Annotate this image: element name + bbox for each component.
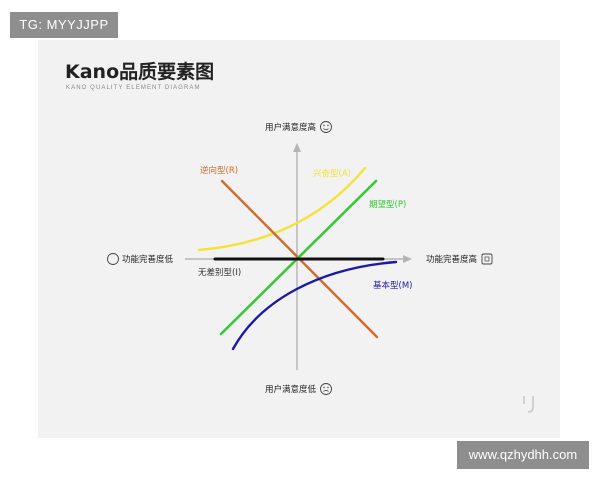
- diagram-card: Kano品质要素图 KANO QUALITY ELEMENT DIAGRAM: [38, 40, 560, 438]
- watermark-url: www.qzhydhh.com: [457, 441, 589, 469]
- must-be-curve: [231, 260, 398, 351]
- tg-tag: TG: MYYJJPP: [10, 12, 118, 38]
- smile-icon: [320, 121, 332, 133]
- must-be-label: 基本型(M): [373, 280, 412, 291]
- one-dimensional-label: 期望型(P): [369, 199, 406, 210]
- diagram-title: Kano品质要素图: [65, 61, 215, 83]
- axis-bottom-label: 用户满意度低: [265, 384, 317, 395]
- logo-mark: [523, 396, 534, 413]
- attractive-label: 兴奋型(A): [313, 168, 351, 179]
- full-screen-icon: [481, 253, 493, 265]
- empty-circle-icon: [107, 253, 119, 265]
- attractive-curve: [197, 166, 367, 252]
- indifferent-label: 无差别型(I): [198, 267, 241, 278]
- diagram-subtitle: KANO QUALITY ELEMENT DIAGRAM: [66, 85, 201, 91]
- vertical-axis-arrow: [293, 143, 301, 152]
- horizontal-axis-arrow: [403, 255, 412, 263]
- axis-right-label: 功能完善度高: [426, 254, 477, 265]
- axis-left-label: 功能完善度低: [122, 254, 174, 265]
- reverse-label: 逆向型(R): [200, 165, 238, 176]
- axis-top-label: 用户满意度高: [265, 122, 316, 133]
- frown-icon: [320, 383, 332, 395]
